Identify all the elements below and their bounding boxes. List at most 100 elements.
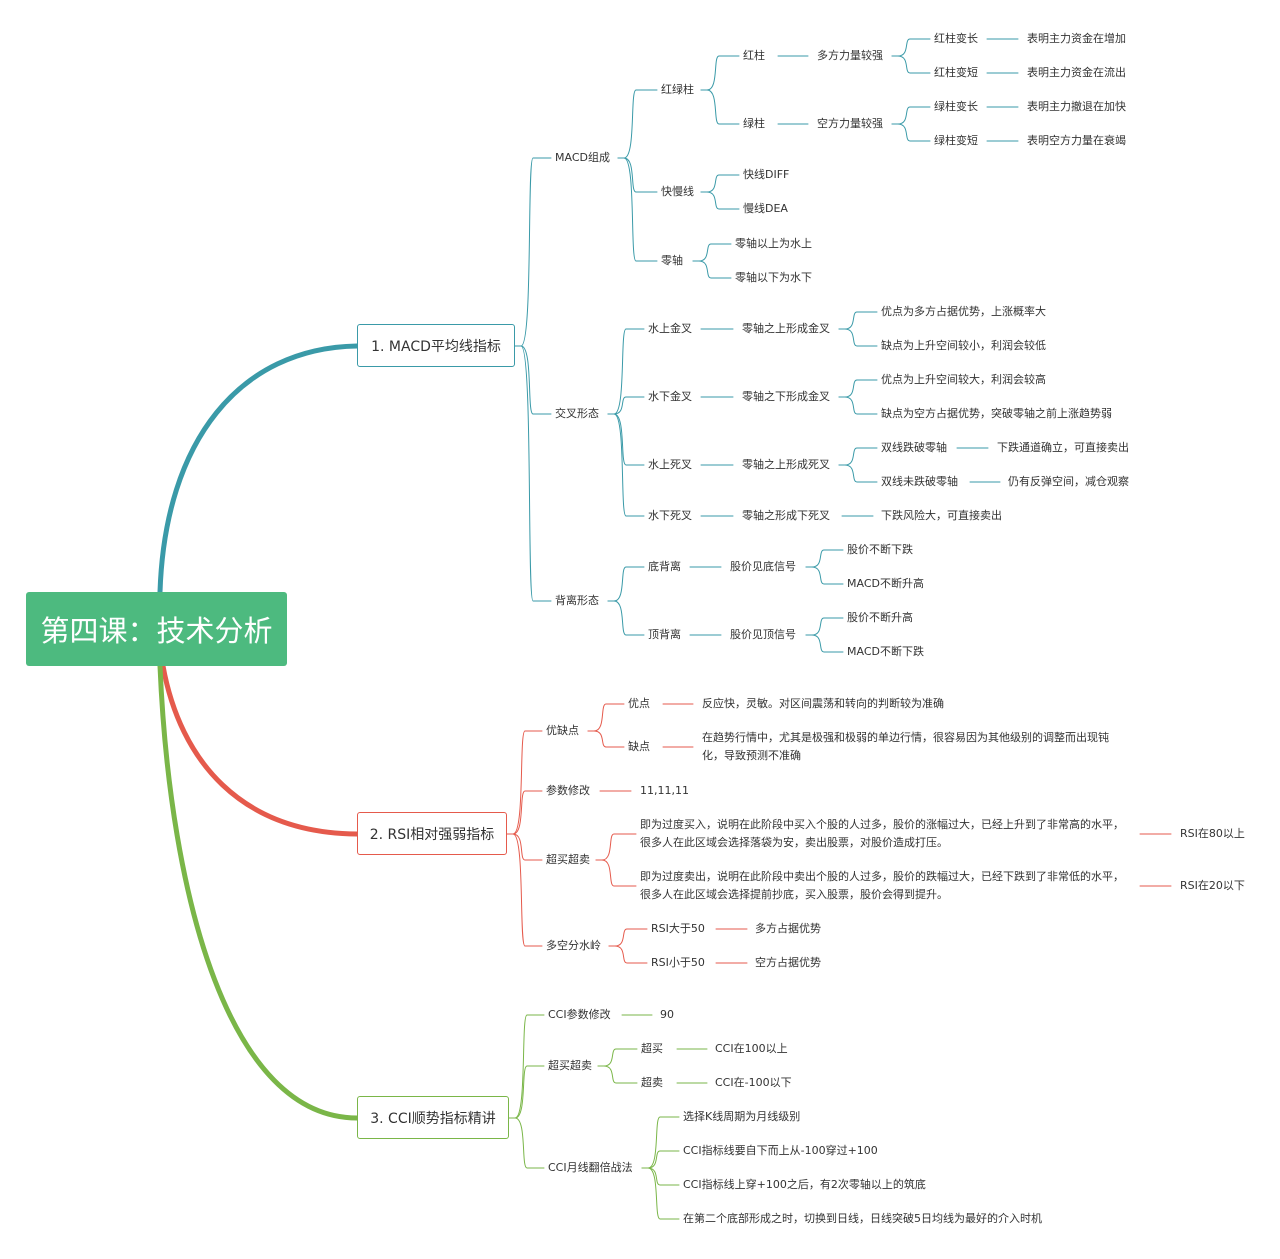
- rsi-up-desc[interactable]: 多方占据优势: [755, 922, 821, 935]
- red-bar[interactable]: 红柱: [743, 49, 765, 62]
- red-long-desc[interactable]: 表明主力资金在增加: [1027, 32, 1126, 45]
- cross-1-b[interactable]: 缺点为上升空间较小，利润会较低: [881, 339, 1046, 352]
- cci-step-1[interactable]: 选择K线周期为月线级别: [683, 1110, 801, 1123]
- red-short-desc[interactable]: 表明主力资金在流出: [1027, 66, 1126, 79]
- cross-1[interactable]: 水上金叉: [648, 322, 692, 335]
- zero-node[interactable]: 零轴: [661, 254, 683, 267]
- cross-4-desc[interactable]: 零轴之形成下死叉: [742, 509, 830, 522]
- rsi-obos[interactable]: 超买超卖: [546, 853, 590, 866]
- macd-cross[interactable]: 交叉形态: [555, 407, 599, 420]
- connector-branch: [587, 730, 625, 748]
- rsi-ob-desc[interactable]: 即为过度买入，说明在此阶段中买入个股的人过多，股价的涨幅过大，已经上升到了非常高…: [640, 818, 1124, 849]
- top-b[interactable]: MACD不断下跌: [847, 645, 924, 658]
- zero-above[interactable]: 零轴以上为水上: [735, 237, 812, 250]
- fast-line[interactable]: 快线DIFF: [743, 168, 790, 181]
- cci-ob-val[interactable]: CCI在100以上: [715, 1042, 788, 1055]
- macd-composition[interactable]: MACD组成: [555, 151, 610, 164]
- cci-step-4[interactable]: 在第二个底部形成之时，切换到日线，日线突破5日均线为最好的介入时机: [683, 1212, 1042, 1225]
- cross-3-b2[interactable]: 仍有反弹空间，减仓观察: [1008, 475, 1129, 488]
- connector-branch: [508, 1117, 545, 1169]
- rsi-up[interactable]: RSI大于50: [651, 922, 705, 935]
- top-desc[interactable]: 股价见顶信号: [730, 628, 796, 641]
- rsi-con-desc[interactable]: 在趋势行情中，尤其是极强和极弱的单边行情，很容易因为其他级别的调整而出现钝化，导…: [702, 731, 1109, 762]
- cross-2-b[interactable]: 缺点为空方占据优势，突破零轴之前上涨趋势弱: [881, 407, 1112, 420]
- connector-branch: [597, 1065, 638, 1084]
- green-long[interactable]: 绿柱变长: [934, 100, 978, 113]
- cross-2-a[interactable]: 优点为上升空间较大，利润会较高: [881, 373, 1046, 386]
- cross-1-desc[interactable]: 零轴之上形成金叉: [742, 322, 830, 335]
- rsi-pro-desc[interactable]: 反应快，灵敏。对区间震荡和转向的判断较为准确: [702, 697, 944, 710]
- green-long-desc[interactable]: 表明主力撤退在加快: [1027, 100, 1126, 113]
- red-long[interactable]: 红柱变长: [934, 32, 978, 45]
- top-a[interactable]: 股价不断升高: [847, 611, 913, 624]
- green-bar[interactable]: 绿柱: [743, 117, 765, 130]
- connector-branch: [607, 566, 645, 602]
- bottom-a[interactable]: 股价不断下跌: [847, 543, 913, 556]
- cci-ob[interactable]: 超买: [641, 1042, 663, 1055]
- main-connector-rsi: [160, 663, 360, 837]
- rsi-os-desc[interactable]: 即为过度卖出，说明在此阶段中卖出个股的人过多，股价的跌幅过大，已经下跌到了非常低…: [640, 870, 1124, 901]
- connector-branch: [506, 833, 543, 861]
- rsi-pro[interactable]: 优点: [628, 697, 650, 710]
- slow-line[interactable]: 慢线DEA: [743, 202, 788, 215]
- macd-diverge[interactable]: 背离形态: [555, 594, 599, 607]
- connector-branch: [805, 566, 844, 585]
- green-short[interactable]: 绿柱变短: [934, 134, 978, 147]
- branch-macd[interactable]: 1. MACD平均线指标: [357, 324, 515, 367]
- main-connector-macd: [157, 343, 360, 595]
- connector-branch: [692, 260, 732, 279]
- connector-branch: [838, 447, 878, 466]
- cross-4-a[interactable]: 下跌风险大，可直接卖出: [881, 509, 1002, 522]
- cci-step-3[interactable]: CCI指标线上穿+100之后，有2次零轴以上的筑底: [683, 1178, 926, 1191]
- green-short-desc[interactable]: 表明空方力量在衰竭: [1027, 134, 1126, 147]
- rsi-down[interactable]: RSI小于50: [651, 956, 705, 969]
- bottom-b[interactable]: MACD不断升高: [847, 577, 924, 590]
- connector-branch: [838, 396, 878, 415]
- cross-3[interactable]: 水上死叉: [648, 458, 692, 471]
- branch-rsi[interactable]: 2. RSI相对强弱指标: [357, 812, 507, 855]
- bottom-desc[interactable]: 股价见底信号: [730, 560, 796, 573]
- cci-obos[interactable]: 超买超卖: [548, 1059, 592, 1072]
- top-diverge[interactable]: 顶背离: [648, 628, 681, 641]
- cci-param[interactable]: CCI参数修改: [548, 1008, 611, 1021]
- red-short[interactable]: 红柱变短: [934, 66, 978, 79]
- rsi-os-val[interactable]: RSI在20以下: [1180, 879, 1245, 892]
- rsi-con[interactable]: 缺点: [628, 740, 650, 753]
- cross-3-b[interactable]: 双线未跌破零轴: [881, 475, 958, 488]
- rsi-down-desc[interactable]: 空方占据优势: [755, 956, 821, 969]
- connector-branch: [514, 345, 552, 415]
- green-desc[interactable]: 空方力量较强: [817, 117, 883, 130]
- connector-branch: [700, 191, 740, 210]
- rsi-ob-val[interactable]: RSI在80以上: [1180, 827, 1245, 840]
- rsi-param[interactable]: 参数修改: [546, 784, 590, 797]
- hist-node[interactable]: 红绿柱: [661, 83, 694, 96]
- cci-param-value[interactable]: 90: [660, 1008, 674, 1021]
- rsi-proscons[interactable]: 优缺点: [546, 724, 579, 737]
- lines-node[interactable]: 快慢线: [661, 185, 694, 198]
- cross-3-desc[interactable]: 零轴之上形成死叉: [742, 458, 830, 471]
- red-desc[interactable]: 多方力量较强: [817, 49, 883, 62]
- cci-os[interactable]: 超卖: [641, 1076, 663, 1089]
- branch-cci[interactable]: 3. CCI顺势指标精讲: [357, 1096, 509, 1139]
- connector-branch: [805, 634, 844, 653]
- connector-branch: [595, 833, 637, 861]
- connector-branch: [838, 464, 878, 483]
- bottom-diverge[interactable]: 底背离: [648, 560, 681, 573]
- cross-3-a2[interactable]: 下跌通道确立，可直接卖出: [997, 441, 1129, 454]
- rsi-param-value[interactable]: 11,11,11: [640, 784, 689, 797]
- connector-branch: [506, 790, 543, 835]
- connector-branch: [607, 413, 645, 466]
- connector-branch: [508, 1065, 545, 1119]
- connector-branch: [508, 1014, 545, 1119]
- cci-os-val[interactable]: CCI在-100以下: [715, 1076, 792, 1089]
- cci-step-2[interactable]: CCI指标线要自下而上从-100穿过+100: [683, 1144, 878, 1157]
- cci-monthly[interactable]: CCI月线翻倍战法: [548, 1161, 633, 1174]
- cross-2[interactable]: 水下金叉: [648, 390, 692, 403]
- cross-1-a[interactable]: 优点为多方占据优势，上涨概率大: [881, 305, 1046, 318]
- cross-4[interactable]: 水下死叉: [648, 509, 692, 522]
- cross-2-desc[interactable]: 零轴之下形成金叉: [742, 390, 830, 403]
- rsi-divide[interactable]: 多空分水岭: [546, 939, 601, 952]
- cross-3-a[interactable]: 双线跌破零轴: [881, 441, 947, 454]
- zero-below[interactable]: 零轴以下为水下: [735, 271, 812, 284]
- root-topic[interactable]: 第四课：技术分析: [26, 592, 287, 666]
